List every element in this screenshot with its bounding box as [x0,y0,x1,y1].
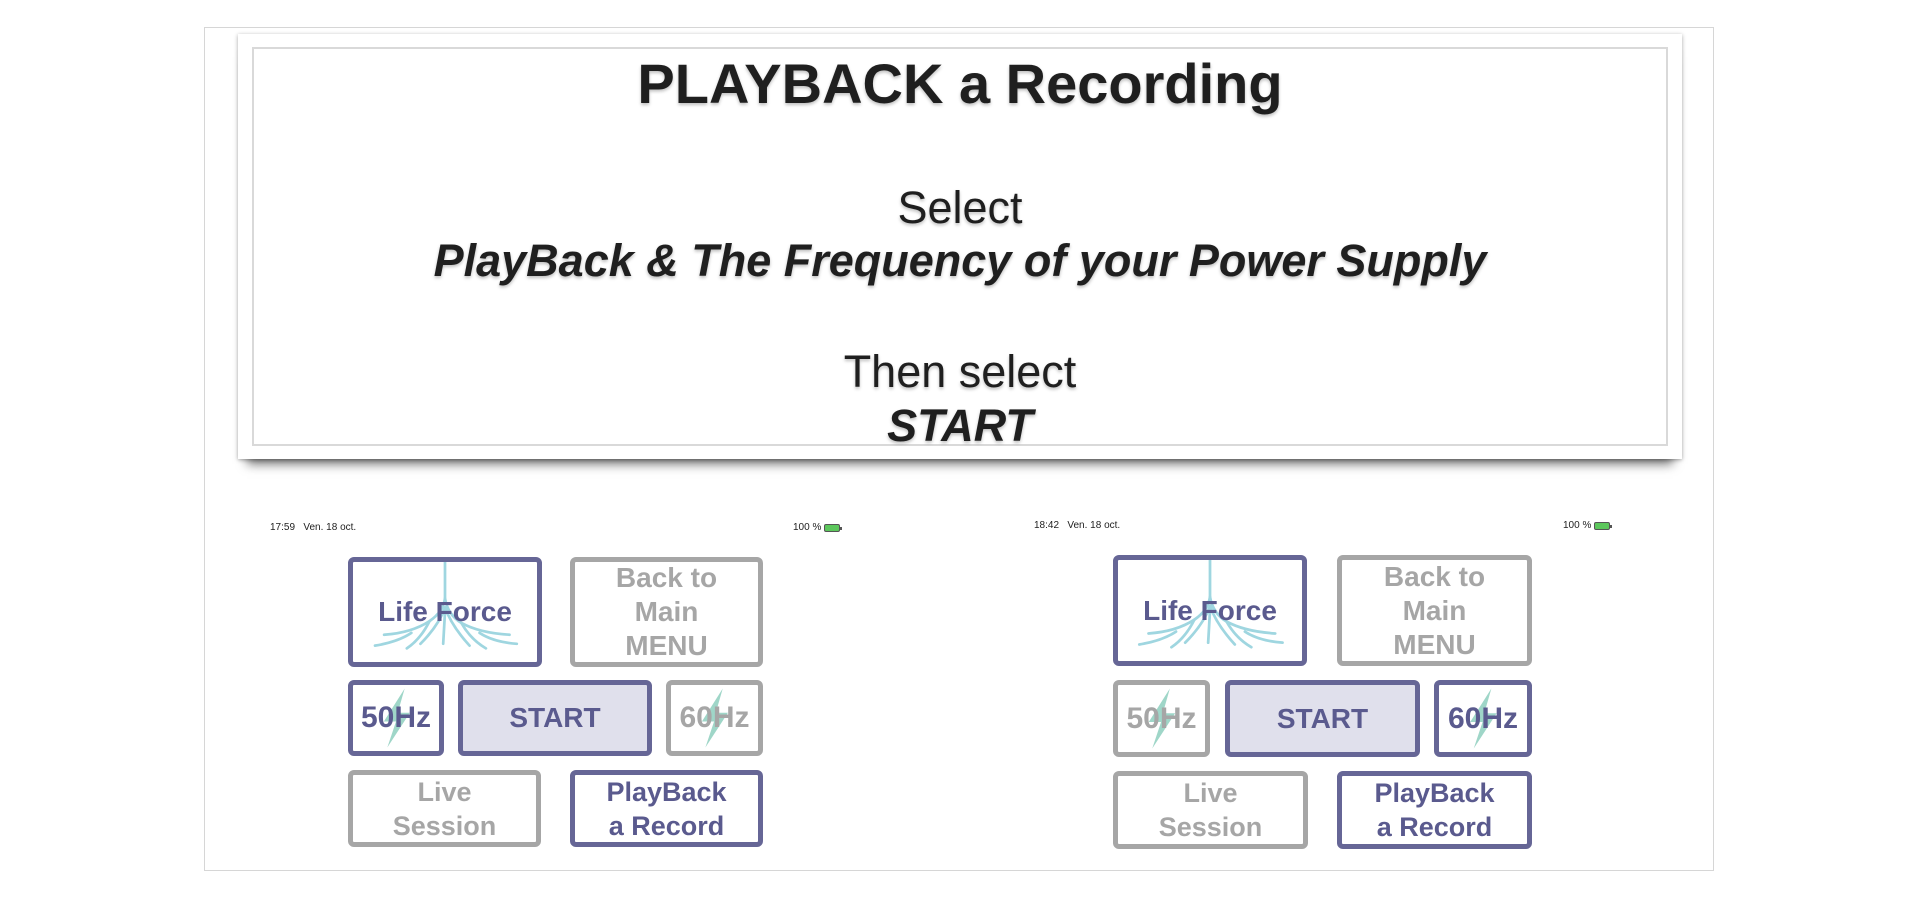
back-line-2: Main [634,596,699,627]
hz50-label: 50Hz [360,701,432,734]
start-button[interactable]: START [1225,680,1420,757]
status-time: 17:59 [270,522,296,533]
hz50-label: 50Hz [1126,701,1197,735]
playback-line-1: PlayBack [1374,778,1495,808]
live-session-button[interactable]: Live Session [348,770,541,847]
frequency-60hz-button[interactable]: 60Hz [666,680,763,756]
roots-icon [1137,560,1284,649]
battery-icon [1594,521,1613,530]
status-time: 18:42 [1034,520,1060,531]
hz60-label: 60Hz [679,701,750,734]
battery-percent: 100 % [793,522,822,533]
instruction-card-border [252,47,1668,446]
back-to-main-menu-button[interactable]: Back to Main MENU [570,557,763,667]
instruction-playback-frequency: PlayBack & The Frequency of your Power S… [433,235,1487,286]
battery-indicator-right: 100 % [1563,520,1613,531]
instruction-start: START [887,400,1033,451]
battery-percent: 100 % [1563,520,1592,531]
battery-icon [824,523,843,532]
frequency-50hz-button[interactable]: 50Hz [348,680,444,756]
life-force-label: Life Force [378,596,512,627]
playback-record-button[interactable]: PlayBack a Record [1337,771,1532,849]
battery-indicator-left: 100 % [793,522,843,533]
lightning-icon [1148,688,1176,749]
live-line-1: Live [417,776,472,807]
live-line-1: Live [1183,778,1238,808]
back-line-1: Back to [1383,560,1486,592]
live-line-2: Session [1158,812,1263,842]
status-bar-right: 18:42 Ven. 18 oct. [1034,520,1120,531]
back-line-3: MENU [625,630,708,661]
status-date: Ven. 18 oct. [1067,520,1121,531]
back-line-2: Main [1402,594,1467,626]
start-button[interactable]: START [458,680,652,756]
lightning-icon [1470,688,1497,749]
hz60-label: 60Hz [1447,701,1519,735]
status-bar-left: 17:59 Ven. 18 oct. [270,522,356,533]
back-to-main-menu-button[interactable]: Back to Main MENU [1337,555,1532,666]
back-line-1: Back to [615,562,718,593]
playback-line-2: a Record [1376,812,1493,842]
life-force-label: Life Force [1143,594,1277,626]
playback-line-2: a Record [608,810,725,841]
start-label: START [509,702,601,733]
back-line-3: MENU [1393,628,1476,660]
frequency-60hz-button[interactable]: 60Hz [1434,680,1532,757]
live-session-button[interactable]: Live Session [1113,771,1308,849]
status-date: Ven. 18 oct. [303,522,357,533]
start-label: START [1276,702,1369,734]
life-force-button[interactable]: Life Force [1113,555,1307,666]
lightning-icon [383,688,410,748]
live-line-2: Session [392,810,497,841]
lightning-icon [701,688,728,748]
life-force-button[interactable]: Life Force [348,557,542,667]
instruction-card: PLAYBACK a Recording Select PlayBack & T… [238,34,1682,459]
playback-record-button[interactable]: PlayBack a Record [570,770,763,847]
instruction-title: PLAYBACK a Recording [637,52,1283,115]
roots-icon [373,562,519,650]
instruction-then-select: Then select [843,346,1077,397]
playback-line-1: PlayBack [606,776,727,807]
instruction-select: Select [897,182,1023,233]
frequency-50hz-button[interactable]: 50Hz [1113,680,1210,757]
